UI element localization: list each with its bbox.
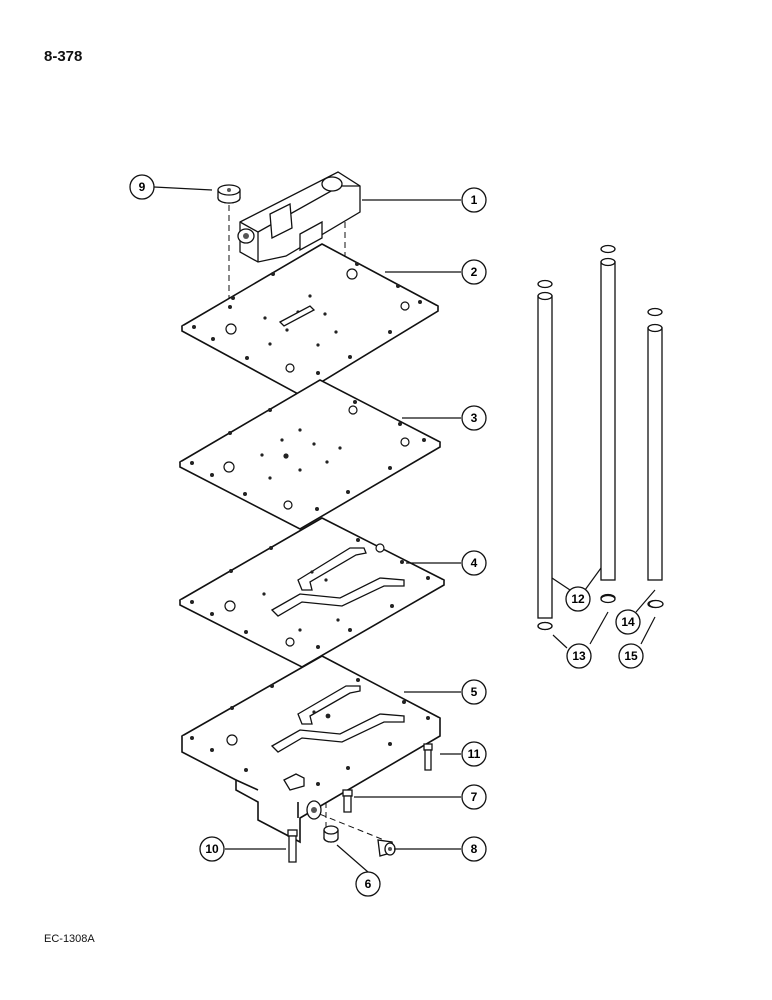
callout-10: 10: [199, 836, 225, 862]
callout-15: 15: [618, 643, 644, 669]
callout-label: 15: [624, 649, 638, 663]
callout-14: 14: [615, 609, 641, 635]
callout-7: 7: [461, 784, 487, 810]
callout-3: 3: [461, 405, 487, 431]
callout-12: 12: [565, 586, 591, 612]
plug-part-9: [217, 184, 241, 204]
callout-4: 4: [461, 550, 487, 576]
screw-part-11: [423, 743, 433, 771]
valve-body-part-1: [237, 171, 361, 263]
tube-part-14: [647, 307, 663, 609]
callout-label: 8: [471, 842, 478, 856]
washer-part-13-left: [537, 621, 553, 631]
callout-6: 6: [355, 871, 381, 897]
callout-label: 13: [572, 649, 586, 663]
base-plate-part-5: [181, 655, 441, 844]
callout-label: 6: [365, 877, 372, 891]
callout-label: 9: [139, 180, 146, 194]
callout-13: 13: [566, 643, 592, 669]
callout-label: 12: [571, 592, 585, 606]
callout-11: 11: [461, 741, 487, 767]
callout-label: 14: [621, 615, 635, 629]
screw-part-10: [287, 829, 298, 863]
callout-1: 1: [461, 187, 487, 213]
callout-label: 7: [471, 790, 478, 804]
callout-9: 9: [129, 174, 155, 200]
callout-label: 11: [468, 747, 481, 761]
callout-label: 4: [471, 556, 478, 570]
washer-part-15: [648, 599, 664, 609]
plug-part-6: [323, 825, 339, 843]
callout-label: 2: [471, 265, 478, 279]
washer-part-13-right: [600, 594, 616, 604]
plug-part-8: [377, 839, 396, 857]
callout-8: 8: [461, 836, 487, 862]
callout-label: 3: [471, 411, 478, 425]
page-number: 8-378: [44, 48, 83, 65]
plate-part-3: [179, 379, 441, 530]
plate-part-2: [181, 243, 439, 396]
tube-part-12-left: [537, 279, 553, 631]
callout-2: 2: [461, 259, 487, 285]
callout-label: 1: [471, 193, 478, 207]
callout-5: 5: [461, 679, 487, 705]
plate-part-4: [179, 517, 445, 668]
callout-label: 5: [471, 685, 478, 699]
tube-part-12-right: [600, 244, 616, 603]
figure-code: EC-1308A: [44, 933, 95, 945]
callout-label: 10: [205, 842, 219, 856]
screw-part-7: [342, 789, 353, 813]
